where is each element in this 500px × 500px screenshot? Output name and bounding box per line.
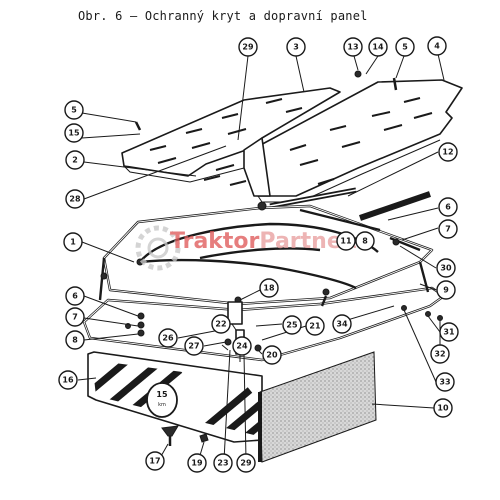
svg-text:24: 24: [236, 342, 248, 351]
speed-plate-number: 15: [156, 390, 168, 399]
watermark-word1: Traktor: [170, 229, 260, 254]
callout-18: 18: [259, 278, 279, 298]
callout-30: 30: [436, 258, 456, 278]
callout-10: 10: [433, 398, 453, 418]
svg-text:9: 9: [443, 286, 449, 295]
callout-3: 3: [286, 37, 306, 57]
svg-text:28: 28: [69, 195, 81, 204]
svg-text:18: 18: [263, 284, 275, 293]
callouts: 29 3 13 14 5 4 5 15 2 12 28 6 7 1 11 8 3…: [58, 36, 459, 473]
svg-text:3: 3: [293, 43, 299, 52]
leader-lines: [77, 53, 445, 463]
svg-text:8: 8: [362, 237, 368, 246]
callout-26: 26: [158, 328, 178, 348]
callout-33: 33: [435, 372, 455, 392]
callout-9: 9: [436, 280, 456, 300]
svg-text:22: 22: [215, 320, 226, 329]
svg-text:1: 1: [70, 238, 76, 247]
svg-text:2: 2: [72, 156, 78, 165]
svg-text:12: 12: [442, 148, 453, 157]
svg-text:4: 4: [434, 42, 440, 51]
svg-text:26: 26: [162, 334, 174, 343]
callout-8-mid: 8: [355, 231, 375, 251]
callout-21: 21: [305, 316, 325, 336]
svg-text:25: 25: [286, 321, 298, 330]
callout-24: 24: [232, 336, 252, 356]
callout-20: 20: [262, 345, 282, 365]
svg-text:15: 15: [68, 129, 80, 138]
callout-7-right: 7: [438, 219, 458, 239]
callout-31: 31: [439, 322, 459, 342]
callout-4: 4: [427, 36, 447, 56]
svg-text:7: 7: [72, 313, 78, 322]
callout-23: 23: [213, 453, 233, 473]
callout-27: 27: [184, 336, 204, 356]
side-panel: [258, 351, 377, 463]
svg-text:11: 11: [340, 237, 352, 246]
callout-29-top: 29: [238, 37, 258, 57]
warning-panel: 15 km: [87, 351, 263, 443]
hinge-rod: [269, 187, 431, 221]
loose-parts: [134, 70, 398, 446]
svg-text:29: 29: [240, 459, 252, 468]
svg-text:20: 20: [266, 351, 278, 360]
transport-panel: [254, 79, 463, 203]
callout-13: 13: [343, 37, 363, 57]
svg-text:32: 32: [434, 350, 445, 359]
callout-8-left: 8: [65, 330, 85, 350]
callout-34: 34: [332, 314, 352, 334]
svg-text:27: 27: [188, 342, 199, 351]
speed-plate-unit: km: [158, 402, 166, 408]
svg-text:19: 19: [191, 459, 203, 468]
svg-text:6: 6: [445, 203, 451, 212]
callout-14: 14: [368, 37, 388, 57]
callout-29-bottom: 29: [236, 453, 256, 473]
callout-2: 2: [65, 150, 85, 170]
callout-7-left: 7: [65, 307, 85, 327]
callout-5-left: 5: [64, 100, 84, 120]
callout-6-left: 6: [65, 286, 85, 306]
callout-11: 11: [336, 231, 356, 251]
svg-text:8: 8: [72, 336, 78, 345]
callout-28: 28: [65, 189, 85, 209]
callout-1: 1: [63, 232, 83, 252]
svg-text:7: 7: [445, 225, 451, 234]
svg-text:33: 33: [439, 378, 450, 387]
callout-16: 16: [58, 370, 78, 390]
svg-text:16: 16: [62, 376, 74, 385]
callout-6-right: 6: [438, 197, 458, 217]
callout-17: 17: [145, 451, 165, 471]
svg-text:31: 31: [443, 328, 455, 337]
svg-text:5: 5: [71, 106, 77, 115]
svg-text:13: 13: [347, 43, 358, 52]
callout-32: 32: [430, 344, 450, 364]
svg-text:29: 29: [242, 43, 254, 52]
svg-text:6: 6: [72, 292, 78, 301]
svg-text:30: 30: [440, 264, 452, 273]
svg-text:23: 23: [217, 459, 228, 468]
figure-caption: Obr. 6 — Ochranný kryt a dopravní panel: [78, 9, 368, 23]
callout-19: 19: [187, 453, 207, 473]
front-cover-plate: [121, 87, 341, 197]
svg-text:5: 5: [402, 43, 408, 52]
svg-text:17: 17: [149, 457, 160, 466]
callout-22: 22: [211, 314, 231, 334]
svg-text:21: 21: [309, 322, 321, 331]
svg-text:10: 10: [437, 404, 449, 413]
callout-25: 25: [282, 315, 302, 335]
callout-5-top: 5: [395, 37, 415, 57]
watermark: TraktorPartner.cz: [135, 225, 371, 271]
svg-text:14: 14: [372, 43, 384, 52]
svg-text:34: 34: [336, 320, 348, 329]
callout-15: 15: [64, 123, 84, 143]
callout-12: 12: [438, 142, 458, 162]
